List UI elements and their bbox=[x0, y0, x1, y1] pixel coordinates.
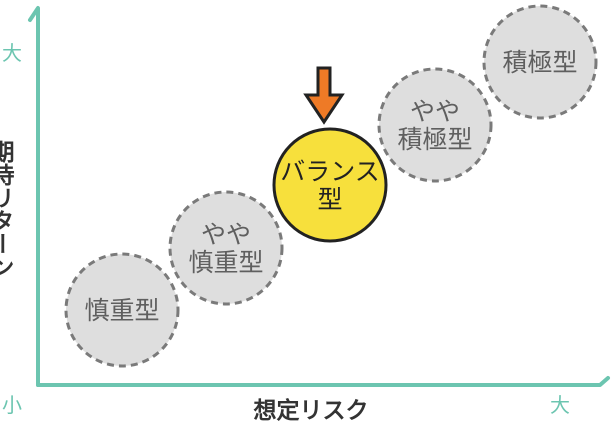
y-axis-low-label: 小 bbox=[2, 393, 22, 417]
node-label-aggressive-0: 積極型 bbox=[502, 48, 577, 77]
node-label-balanced-0: バランス bbox=[280, 157, 380, 186]
node-label-cautious-0: 慎重型 bbox=[84, 296, 159, 325]
node-label-somewhat-cautious-1: 慎重型 bbox=[188, 248, 263, 277]
y-axis-line bbox=[28, 6, 40, 387]
node-aggressive: 積極型 bbox=[482, 4, 598, 120]
node-circle-somewhat-cautious bbox=[168, 190, 284, 306]
node-label-somewhat-aggressive-0: やや bbox=[410, 97, 460, 126]
node-label-balanced-1: 型 bbox=[317, 185, 342, 214]
x-axis-high-label: 大 bbox=[550, 393, 570, 417]
node-circle-aggressive bbox=[482, 4, 598, 120]
x-axis-title: 想定リスク bbox=[254, 397, 369, 424]
x-axis-line bbox=[36, 376, 610, 387]
node-circle-balanced bbox=[272, 127, 388, 243]
y-axis-title: 期待リターン bbox=[0, 140, 15, 278]
node-label-somewhat-aggressive-1: 積極型 bbox=[397, 125, 472, 154]
node-label-somewhat-cautious-0: やや bbox=[201, 220, 251, 249]
node-circle-somewhat-aggressive bbox=[377, 67, 493, 183]
down-arrow-icon bbox=[303, 66, 345, 125]
y-axis-high-label: 大 bbox=[2, 41, 22, 65]
node-circle-cautious bbox=[64, 252, 180, 368]
node-cautious: 慎重型 bbox=[64, 252, 180, 368]
